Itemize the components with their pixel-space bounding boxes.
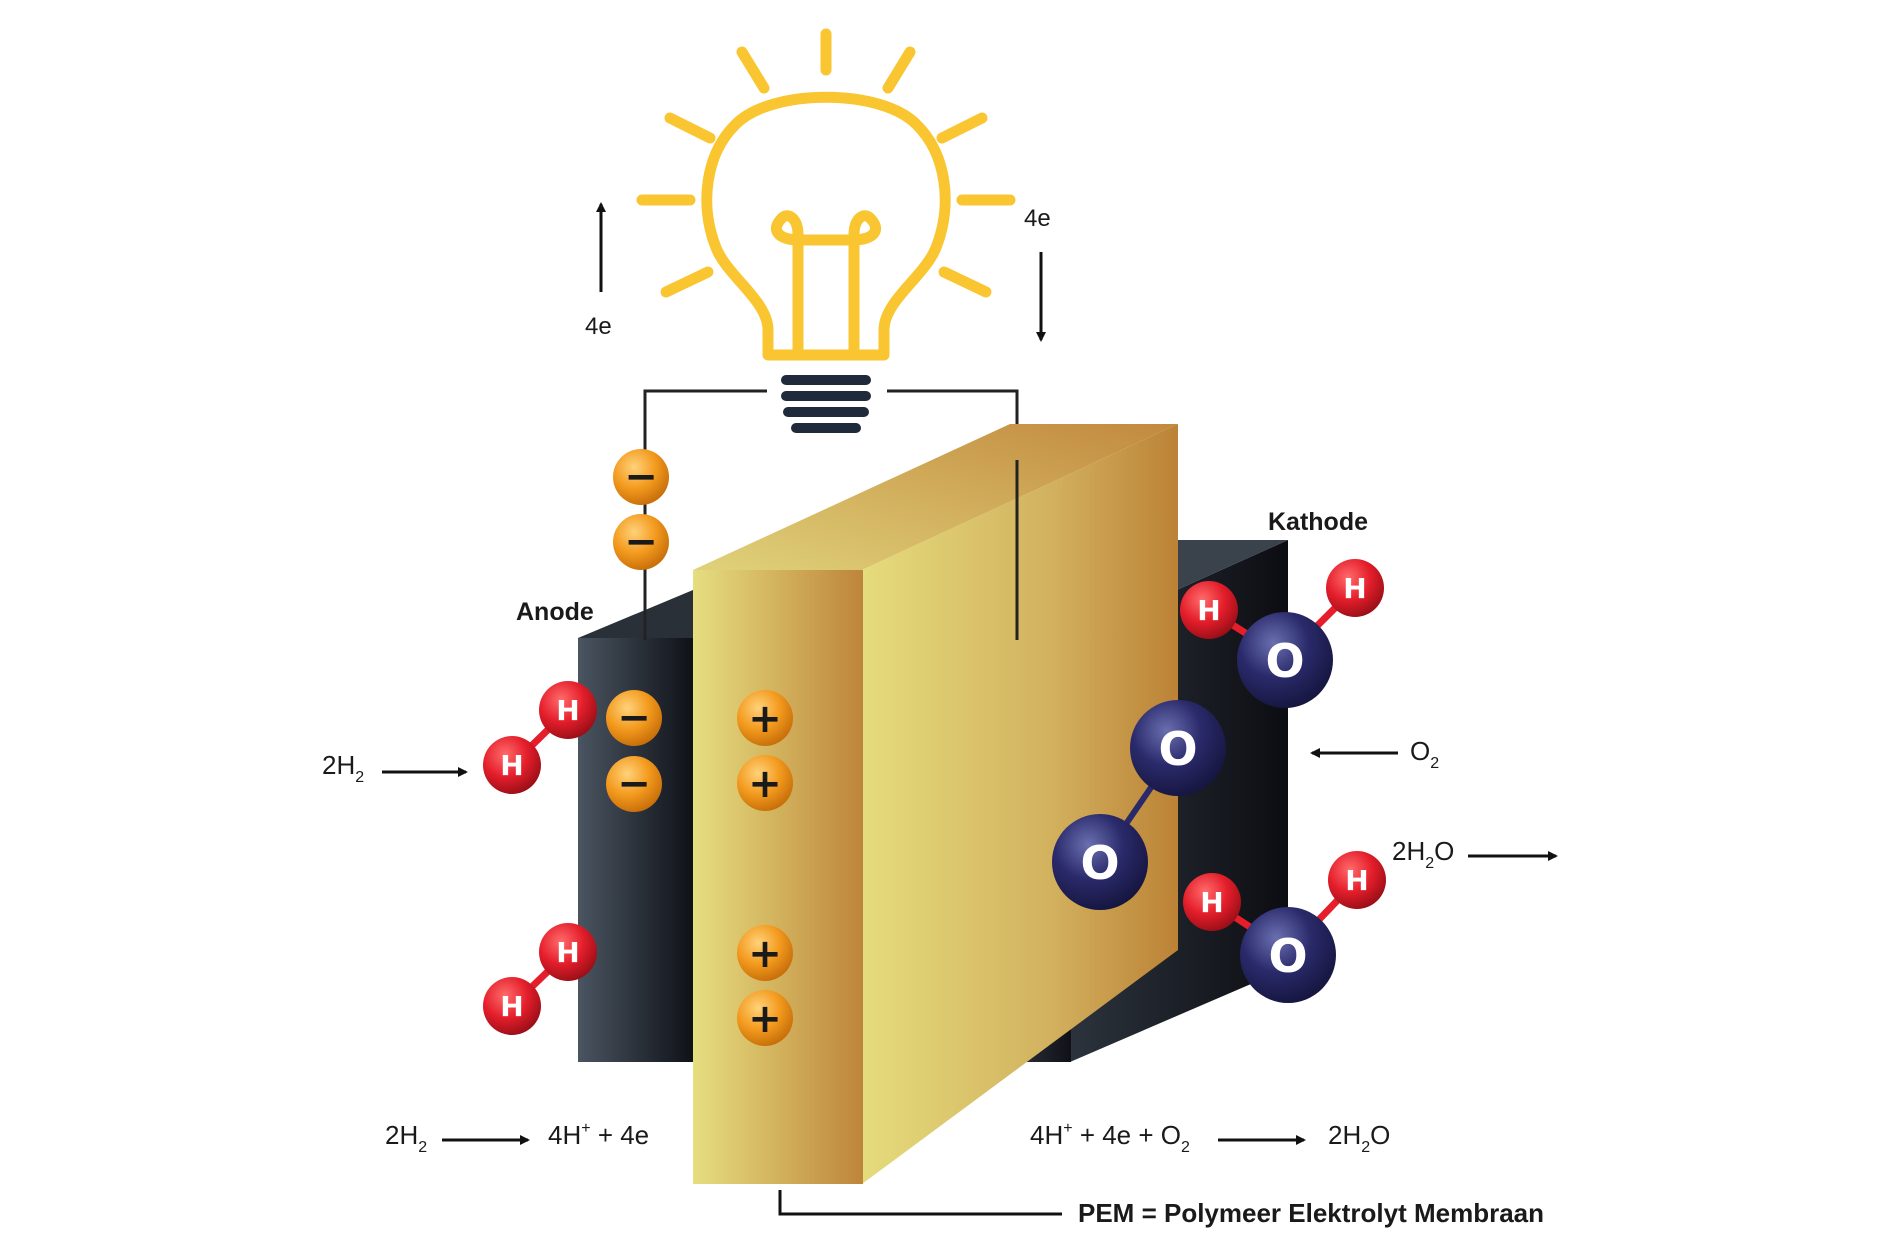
svg-text:H: H bbox=[500, 749, 523, 782]
input-o2-label: O2 bbox=[1410, 736, 1439, 772]
proton-particle: + bbox=[737, 925, 793, 981]
electron-particle: − bbox=[613, 514, 669, 570]
oxygen-molecule: O O bbox=[1052, 700, 1226, 910]
proton-particle: + bbox=[737, 690, 793, 746]
svg-text:+: + bbox=[748, 931, 782, 977]
proton-particle: + bbox=[737, 755, 793, 811]
anode-equation: 2H2 4H+ + 4e bbox=[385, 1120, 649, 1156]
pem-legend: PEM = Polymeer Elektrolyt Membraan bbox=[1078, 1198, 1544, 1228]
svg-text:4H+ + 4e: 4H+ + 4e bbox=[548, 1120, 649, 1150]
pem-membrane bbox=[693, 424, 1178, 1184]
bulb-base bbox=[781, 375, 871, 433]
water-molecule: H H O bbox=[1183, 851, 1386, 1003]
svg-text:O: O bbox=[1158, 722, 1197, 776]
electron-particle: − bbox=[606, 690, 662, 746]
svg-text:+: + bbox=[748, 696, 782, 742]
svg-text:−: − bbox=[624, 454, 658, 500]
output-h2o-label: 2H2O bbox=[1392, 836, 1454, 872]
electrons-down-label: 4e bbox=[1024, 205, 1051, 232]
svg-text:4H+ + 4e + O2: 4H+ + 4e + O2 bbox=[1030, 1120, 1190, 1156]
svg-text:O: O bbox=[1268, 929, 1307, 983]
svg-text:+: + bbox=[748, 996, 782, 1042]
input-h2-label: 2H2 bbox=[322, 750, 364, 786]
anode-block bbox=[578, 590, 693, 1062]
svg-text:2H2O: 2H2O bbox=[1392, 836, 1454, 872]
svg-text:H: H bbox=[1343, 572, 1366, 605]
svg-text:O: O bbox=[1080, 836, 1119, 890]
water-molecule: H H O bbox=[1180, 559, 1384, 708]
svg-text:H: H bbox=[556, 936, 579, 969]
svg-text:2H2: 2H2 bbox=[385, 1120, 427, 1156]
svg-text:H: H bbox=[556, 694, 579, 727]
hydrogen-molecule: H H bbox=[483, 681, 597, 794]
svg-text:−: − bbox=[617, 761, 651, 807]
svg-text:2H2: 2H2 bbox=[322, 750, 364, 786]
electron-particle: − bbox=[606, 756, 662, 812]
svg-text:H: H bbox=[1200, 886, 1223, 919]
hydrogen-molecule: H H bbox=[483, 923, 597, 1035]
svg-text:H: H bbox=[1345, 864, 1368, 897]
light-bulb-icon bbox=[636, 28, 1016, 361]
anode-label: Anode bbox=[516, 598, 594, 626]
svg-text:H: H bbox=[1197, 594, 1220, 627]
svg-text:−: − bbox=[624, 519, 658, 565]
electron-particle: − bbox=[613, 449, 669, 505]
electrons-up-label: 4e bbox=[585, 313, 612, 340]
pem-legend-leader bbox=[778, 1190, 1062, 1216]
cathode-equation: 4H+ + 4e + O2 2H2O bbox=[1030, 1120, 1390, 1156]
svg-text:O: O bbox=[1265, 634, 1304, 688]
svg-text:2H2O: 2H2O bbox=[1328, 1120, 1390, 1156]
svg-text:+: + bbox=[748, 761, 782, 807]
kathode-label: Kathode bbox=[1268, 508, 1368, 536]
svg-text:−: − bbox=[617, 695, 651, 741]
charge-group: − − − − + + + + bbox=[606, 449, 793, 1046]
svg-text:O2: O2 bbox=[1410, 736, 1439, 772]
svg-text:H: H bbox=[500, 990, 523, 1023]
proton-particle: + bbox=[737, 990, 793, 1046]
